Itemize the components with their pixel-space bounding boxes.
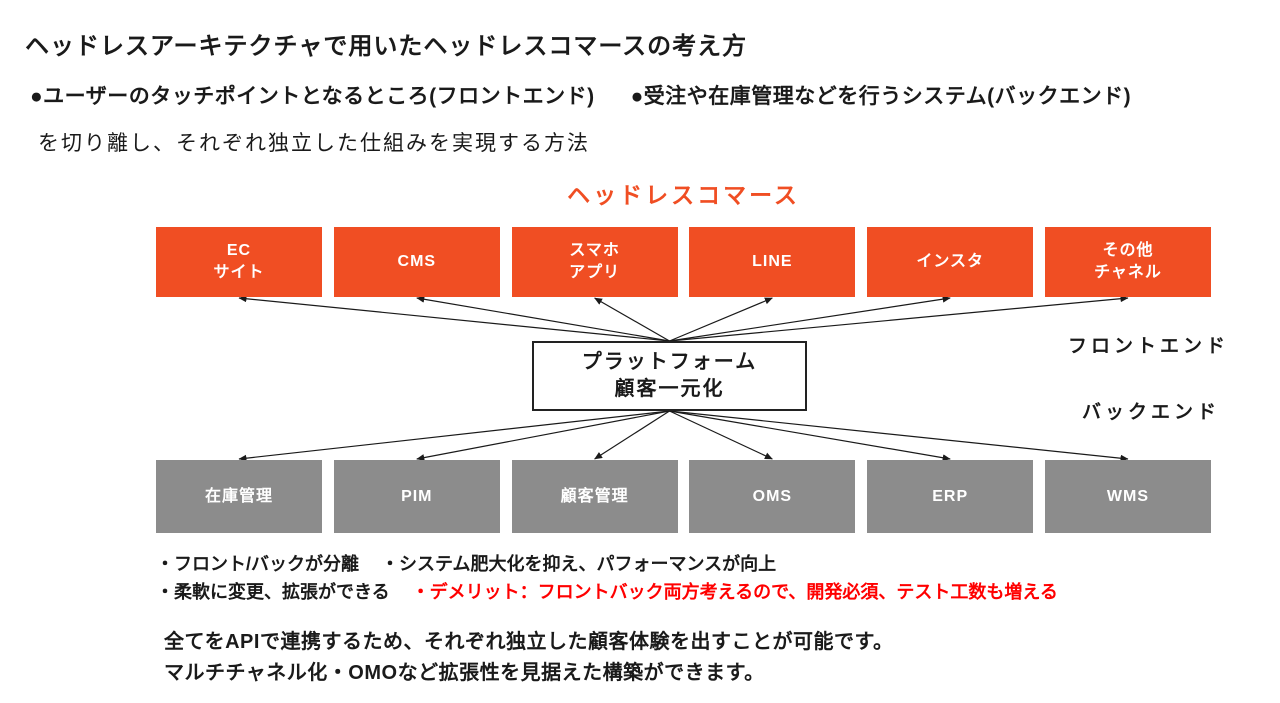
system-box: PIM	[333, 460, 500, 533]
system-box: 在庫管理	[156, 460, 322, 533]
footer-summary: 全てをAPIで連携するため、それぞれ独立した顧客体験を出すことが可能です。 マル…	[164, 627, 893, 689]
channel-box: EC サイト	[156, 227, 322, 297]
intro-bullets: ●ユーザーのタッチポイントとなるところ(フロントエンド) ●受注や在庫管理などを…	[30, 80, 1131, 110]
backend-system-row: 在庫管理 PIM 顧客管理 OMS ERP WMS	[156, 460, 1211, 533]
notes-row-1: ・フロント/バックが分離 ・システム肥大化を抑え、パフォーマンスが向上	[156, 551, 1058, 579]
intro-bullet-backend: ●受注や在庫管理などを行うシステム(バックエンド)	[630, 85, 1132, 108]
channel-box: LINE	[689, 227, 856, 297]
platform-line2: 顧客一元化	[614, 378, 725, 400]
channel-box: インスタ	[867, 227, 1034, 297]
system-box: ERP	[867, 460, 1034, 533]
channel-box: スマホ アプリ	[511, 227, 678, 297]
platform-box: プラットフォーム 顧客一元化	[532, 341, 807, 411]
intro-subline: を切り離し、それぞれ独立した仕組みを実現する方法	[38, 132, 590, 155]
intro-bullet-frontend: ●ユーザーのタッチポイントとなるところ(フロントエンド)	[30, 85, 595, 108]
system-box: WMS	[1044, 460, 1211, 533]
channel-box: CMS	[333, 227, 500, 297]
diagram-heading: ヘッドレスコマース	[567, 182, 800, 208]
system-box: 顧客管理	[511, 460, 678, 533]
frontend-channel-row: EC サイト CMS スマホ アプリ LINE インスタ その他 チャネル	[156, 227, 1211, 297]
notes-row-2: ・柔軟に変更、拡張ができる ・デメリット：フロントバック両方考えるので、開発必須…	[156, 579, 1058, 607]
note-performance: ・システム肥大化を抑え、パフォーマンスが向上	[381, 554, 777, 574]
page-title: ヘッドレスアーキテクチャで用いたヘッドレスコマースの考え方	[25, 33, 748, 61]
system-box: OMS	[689, 460, 856, 533]
note-flexibility: ・柔軟に変更、拡張ができる	[156, 581, 390, 602]
frontend-label: フロントエンド	[1068, 336, 1230, 357]
backend-label: バックエンド	[1082, 402, 1221, 423]
note-demerit: ・デメリット：フロントバック両方考えるので、開発必須、テスト工数も増える	[411, 581, 1058, 602]
platform-line1: プラットフォーム	[581, 351, 758, 373]
note-separation: ・フロント/バックが分離	[156, 554, 359, 574]
notes: ・フロント/バックが分離 ・システム肥大化を抑え、パフォーマンスが向上 ・柔軟に…	[156, 551, 1058, 607]
footer-line1: 全てをAPIで連携するため、それぞれ独立した顧客体験を出すことが可能です。	[164, 631, 894, 653]
channel-box: その他 チャネル	[1044, 227, 1211, 297]
footer-line2: マルチチャネル化・OMOなど拡張性を見据えた構築ができます。	[164, 662, 765, 684]
